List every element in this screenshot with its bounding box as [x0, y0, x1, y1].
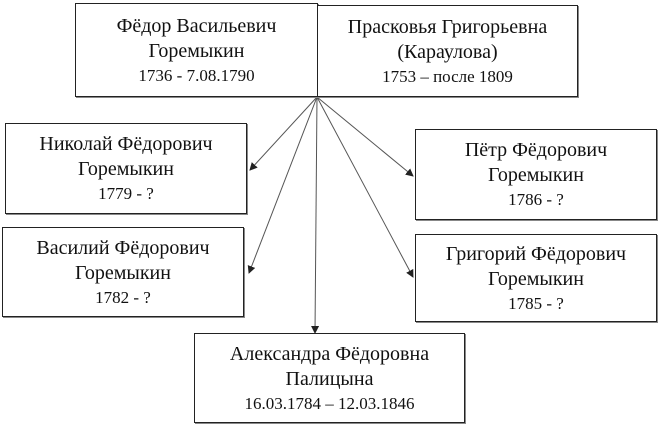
person-box-pyotr: Пётр Фёдорович Горемыкин 1786 - ?: [415, 129, 657, 220]
person-dates: 16.03.1784 – 12.03.1846: [244, 393, 415, 413]
person-surname: Горемыкин: [148, 39, 245, 62]
person-name: Василий Фёдорович: [36, 236, 210, 259]
person-dates: 1786 - ?: [508, 190, 564, 209]
person-box-praskovya: Прасковья Григорьевна (Караулова) 1753 –…: [317, 5, 578, 97]
person-box-aleksandra: Александра Фёдоровна Палицына 16.03.1784…: [194, 333, 465, 423]
arrow-to-vasiliy: [247, 96, 318, 274]
person-surname: (Караулова): [397, 40, 498, 63]
person-name: Прасковья Григорьевна: [347, 15, 548, 38]
person-dates: 1782 - ?: [95, 287, 151, 307]
person-surname: Горемыкин: [75, 261, 171, 284]
person-name: Пётр Фёдорович: [464, 139, 608, 161]
person-dates: 1779 - ?: [98, 184, 154, 203]
person-name: Григорий Фёдорович: [445, 242, 627, 265]
arrow-to-pyotr: [316, 96, 414, 177]
person-name: Александра Фёдоровна: [229, 342, 430, 365]
arrow-to-aleksandra: [311, 96, 320, 334]
person-surname: Горемыкин: [78, 158, 174, 180]
person-surname: Палицына: [285, 367, 374, 390]
person-name: Николай Фёдорович: [39, 133, 213, 155]
person-surname: Горемыкин: [488, 164, 584, 186]
person-surname: Горемыкин: [488, 267, 584, 290]
person-name: Фёдор Васильевич: [116, 14, 277, 37]
person-dates: 1753 – после 1809: [382, 66, 513, 86]
arrow-to-grigory: [316, 96, 414, 278]
arrow-to-nikolai: [249, 96, 318, 171]
person-box-grigory: Григорий Фёдорович Горемыкин 1785 - ?: [415, 234, 657, 322]
person-box-fyodor: Фёдор Васильевич Горемыкин 1736 - 7.08.1…: [75, 3, 318, 97]
person-dates: 1785 - ?: [508, 293, 564, 313]
person-dates: 1736 - 7.08.1790: [138, 65, 255, 85]
person-box-vasiliy: Василий Фёдорович Горемыкин 1782 - ?: [2, 227, 244, 317]
person-box-nikolai: Николай Фёдорович Горемыкин 1779 - ?: [5, 123, 247, 214]
